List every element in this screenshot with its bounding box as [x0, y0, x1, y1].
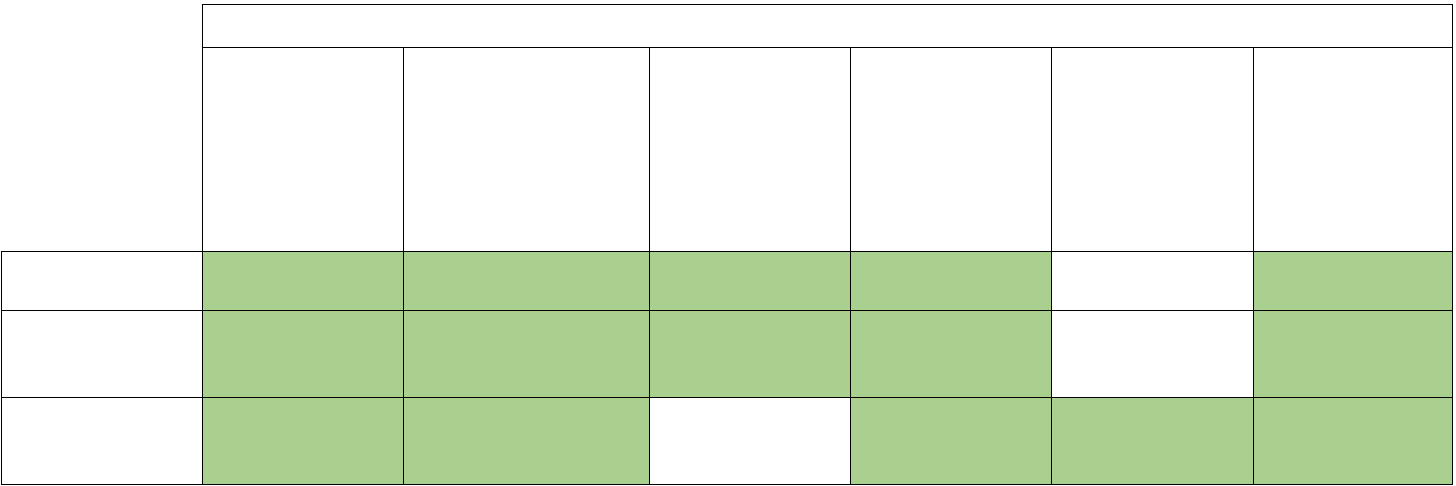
matrix-cell-filled: [403, 251, 650, 311]
column-header-3: [649, 47, 851, 252]
row-label-2: [1, 310, 203, 398]
matrix-cell-filled: [850, 397, 1052, 485]
matrix-cell-filled: [850, 310, 1052, 398]
matrix-cell-filled: [1253, 310, 1453, 398]
column-header-4: [850, 47, 1052, 252]
row-label-3: [1, 397, 203, 485]
matrix-cell-filled: [1051, 397, 1254, 485]
matrix-cell-empty: [1051, 251, 1254, 311]
matrix-cell-filled: [403, 310, 650, 398]
row-label-1: [1, 251, 203, 311]
column-header-5: [1051, 47, 1254, 252]
matrix-cell-filled: [1253, 397, 1453, 485]
matrix-cell-filled: [202, 310, 404, 398]
matrix-cell-filled: [1253, 251, 1453, 311]
column-header-2: [403, 47, 650, 252]
matrix-cell-empty: [1051, 310, 1254, 398]
matrix-cell-filled: [202, 397, 404, 485]
matrix-cell-filled: [649, 251, 851, 311]
header-span-cell: [202, 4, 1453, 48]
matrix-cell-filled: [649, 310, 851, 398]
matrix-cell-filled: [850, 251, 1052, 311]
column-header-6: [1253, 47, 1453, 252]
column-header-1: [202, 47, 404, 252]
matrix-cell-empty: [649, 397, 851, 485]
matrix-cell-filled: [202, 251, 404, 311]
matrix-cell-filled: [403, 397, 650, 485]
